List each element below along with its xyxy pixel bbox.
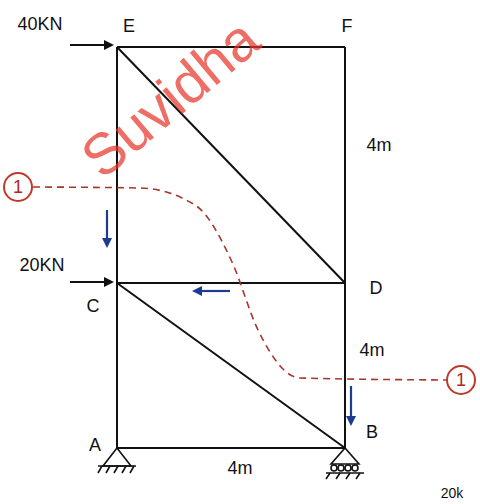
member-ab <box>117 447 345 449</box>
joint-letter: C <box>87 297 100 315</box>
load-value: 20KN <box>19 256 64 274</box>
load-value: 20k <box>441 486 464 500</box>
load-value: 40KN <box>17 15 62 33</box>
section-number: 1 <box>13 178 23 196</box>
roller-support <box>326 448 364 479</box>
force-arrows <box>102 210 356 426</box>
section-marker: 1 <box>446 365 476 395</box>
joint-letter: E <box>123 17 135 35</box>
member-fb <box>344 47 346 448</box>
section-number: 1 <box>456 371 466 389</box>
section-marker: 1 <box>3 172 33 202</box>
pin-support <box>98 448 136 473</box>
member-cb <box>117 283 345 448</box>
joint-letter: A <box>89 436 101 454</box>
dimension: 4m <box>359 341 384 359</box>
joint-letter: B <box>366 423 378 441</box>
dimension: 4m <box>366 136 391 154</box>
dimension: 4m <box>227 459 252 477</box>
section-line <box>33 187 446 380</box>
joint-letter: D <box>370 279 383 297</box>
member-cd <box>117 282 345 284</box>
joint-letter: F <box>342 17 353 35</box>
watermark: Suvidha <box>71 8 269 187</box>
